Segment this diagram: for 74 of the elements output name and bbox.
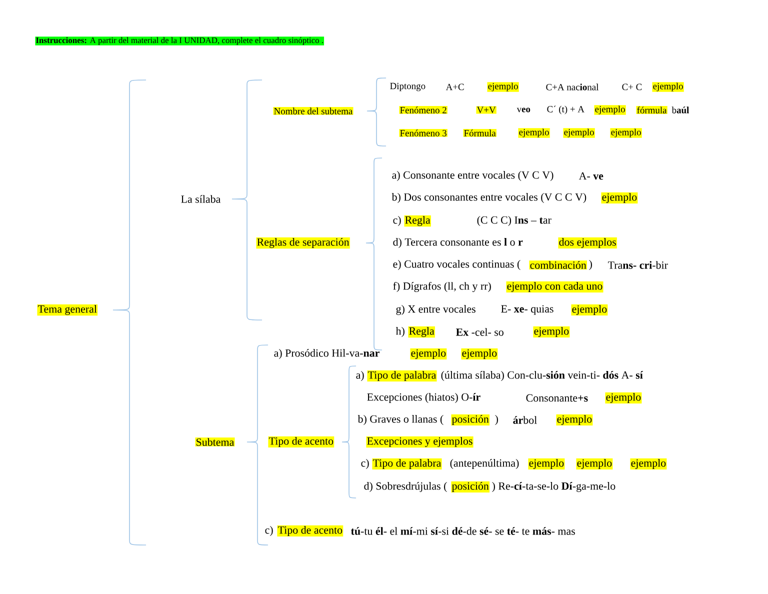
highlighted-phrase: ejemplo — [610, 128, 642, 138]
highlighted-phrase: ejemplo — [630, 458, 667, 470]
phrase: veo — [516, 108, 530, 112]
phrase: Diptongo — [390, 82, 426, 92]
highlighted-phrase: dos ejemplos — [558, 237, 617, 249]
highlighted-phrase: posición — [451, 481, 490, 493]
highlighted-phrase: Tipo de acento — [277, 525, 344, 537]
highlighted-phrase: ejemplo — [571, 304, 608, 316]
highlighted-phrase: posición — [451, 414, 490, 426]
highlighted-phrase: fórmula — [636, 106, 668, 114]
highlighted-phrase: combinación — [529, 260, 587, 270]
highlighted-phrase: ejemplo — [461, 348, 498, 360]
phrase: La sílaba — [181, 195, 221, 203]
highlighted-phrase: Fenómeno 3 — [399, 129, 448, 137]
highlighted-phrase: Tipo de palabra — [367, 370, 437, 382]
highlighted-phrase: ejemplo con cada uno — [506, 281, 604, 293]
highlighted-phrase: ejemplo — [576, 458, 613, 470]
phrase: Trans- cri-bir — [608, 261, 668, 269]
phrase: b) Dos consonantes entre vocales (V C C V) — [392, 193, 586, 203]
highlighted-phrase: ejemplo — [487, 82, 519, 92]
highlighted-phrase: Excepciones y ejemplos — [366, 436, 474, 448]
highlighted-phrase: Subtema — [195, 438, 235, 446]
phrase: e) Cuatro vocales continuas ( — [393, 260, 520, 270]
phrase: ) — [495, 415, 498, 425]
phrase: a) Prosódico Hil-va-nar — [274, 349, 380, 359]
highlighted-phrase: Fenómeno 2 — [399, 106, 448, 114]
highlighted-phrase: ejemplo — [528, 458, 565, 470]
highlighted-phrase: Tema general — [37, 304, 98, 316]
highlighted-phrase: ejemplo — [518, 128, 550, 138]
highlighted-phrase: Reglas de separación — [256, 237, 350, 249]
phrase: Consonante+s — [526, 394, 588, 402]
highlighted-phrase: V+V — [476, 106, 496, 114]
phrase: ) Re-cí-ta-se-lo Dí-ga-me-lo — [492, 482, 616, 492]
phrase: C+A nacional — [546, 84, 599, 90]
phrase: d) Sobresdrújulas ( — [364, 482, 447, 492]
phrase: árbol — [513, 416, 537, 424]
highlighted-phrase: ejemplo — [563, 128, 595, 138]
highlighted-phrase: ejemplo — [410, 348, 447, 360]
phrase: (última sílaba) Con-clu-sión vein-ti- dós A- sí — [441, 371, 644, 381]
highlighted-phrase: ejemplo — [556, 414, 593, 426]
phrase: c) — [265, 526, 273, 536]
phrase: c) — [361, 459, 369, 469]
phrase: d) Tercera consonante es l o r — [393, 238, 523, 248]
highlighted-phrase: ejemplo — [601, 192, 638, 204]
highlighted-phrase: ejemplo — [533, 326, 570, 338]
phrase: E- xe- quias — [501, 305, 554, 315]
phrase: Ex -cel- so — [456, 328, 504, 336]
highlighted-phrase: ejemplo — [594, 105, 626, 115]
phrase: b) Graves o llanas ( — [358, 415, 444, 425]
phrase: tú-tu él- el mí-mi sí-si dé-de sé- se té- te más- mas — [350, 527, 575, 535]
highlighted-phrase: ejemplo — [652, 82, 684, 92]
phrase: (C C C) Ins – tar — [477, 216, 552, 226]
phrase: Excepciones (hiatos) O-ír — [367, 393, 480, 403]
highlighted-phrase: Tipo de palabra — [372, 458, 442, 470]
phrase: a) Consonante entre vocales (V C V) — [392, 171, 554, 181]
highlighted-phrase: Regla — [404, 215, 431, 227]
highlighted-phrase: Fórmula — [463, 129, 496, 137]
phrase: h) — [396, 327, 404, 337]
phrase: (antepenúltima) — [450, 459, 519, 469]
highlighted-phrase: Tipo de acento — [268, 436, 334, 448]
phrase: A+C — [446, 84, 464, 90]
phrase: g) X entre vocales — [396, 305, 476, 315]
instruction-text: Instrucciones: A partir del material de la I UNIDAD, complete el cuadro sinóptico . — [35, 36, 324, 46]
phrase: ) — [589, 260, 592, 270]
phrase: f) Dígrafos (ll, ch y rr) — [393, 282, 491, 292]
phrase: C´ (t) + A — [547, 106, 584, 114]
phrase: A- ve — [578, 172, 604, 180]
phrase: C+ C — [622, 84, 642, 90]
phrase: a) — [356, 371, 364, 381]
phrase: c) — [393, 216, 401, 226]
highlighted-phrase: ejemplo — [605, 392, 642, 404]
highlighted-phrase: Nombre del subtema — [273, 107, 354, 115]
highlighted-phrase: Regla — [408, 326, 435, 338]
phrase: baúl — [672, 106, 689, 114]
